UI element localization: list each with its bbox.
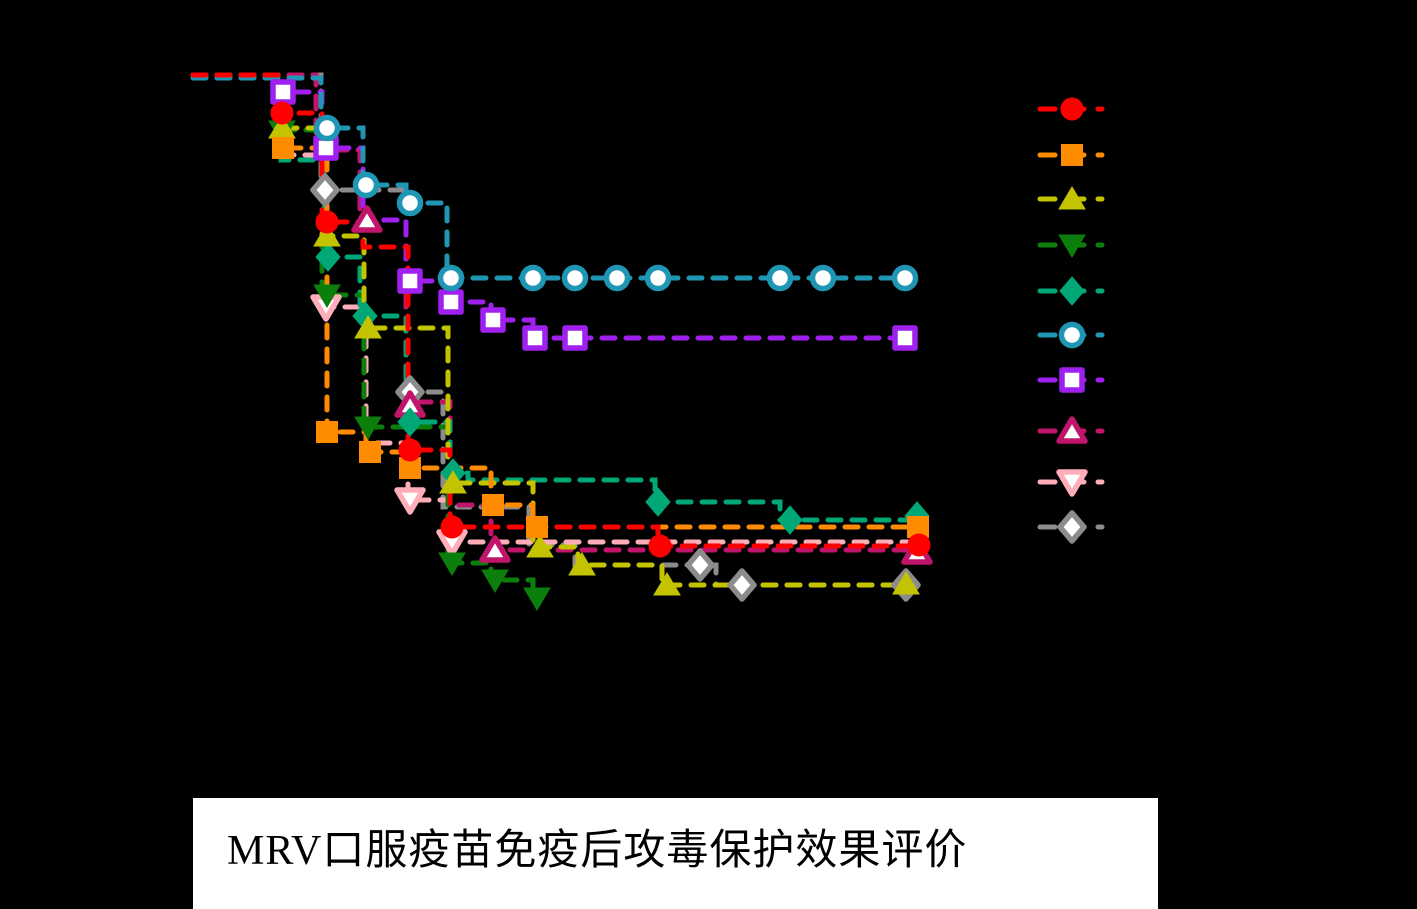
series-marker-red-circle <box>440 515 464 539</box>
series-line-gray-open-diamond <box>190 72 908 588</box>
series-line-pink-open-triangle-down <box>190 72 911 545</box>
legend-item-darkgreen-triangle-down <box>1037 234 1105 258</box>
series-marker-cyan-open-circle <box>519 264 547 292</box>
series-marker-darkyellow-triangle-up <box>653 572 681 596</box>
series-marker-cyan-open-circle <box>561 264 589 292</box>
legend-item-cyan-open-circle <box>1037 321 1105 349</box>
series-marker-purple-open-square <box>270 79 296 105</box>
legend-item-gray-open-diamond <box>1037 510 1105 544</box>
series-marker-orange-square <box>482 494 504 516</box>
series-marker-darkyellow-triangle-up <box>568 552 596 576</box>
series-markers-layer <box>268 79 933 611</box>
series-marker-cyan-open-circle <box>891 264 919 292</box>
series-marker-darkyellow-triangle-up <box>439 470 467 494</box>
series-marker-teal-diamond <box>777 505 803 535</box>
legend-marker-darkyellow-triangle-up <box>1058 186 1086 210</box>
legend-item-teal-diamond <box>1037 276 1105 306</box>
series-marker-cyan-open-circle <box>644 264 672 292</box>
series-marker-red-circle <box>907 533 931 557</box>
series-marker-red-circle <box>315 210 339 234</box>
series-marker-darkgreen-triangle-down <box>523 587 551 611</box>
series-marker-cyan-open-circle <box>437 264 465 292</box>
series-marker-darkyellow-triangle-up <box>892 571 920 595</box>
series-marker-orange-square <box>526 516 548 538</box>
legend-marker-darkgreen-triangle-down <box>1058 234 1086 258</box>
chart-title-box: MRV口服疫苗免疫后攻毒保护效果评价 <box>193 798 1158 909</box>
series-lines-layer <box>190 72 924 601</box>
series-marker-cyan-open-circle <box>809 264 837 292</box>
series-marker-pink-open-triangle-down <box>394 487 426 515</box>
series-marker-darkyellow-triangle-up <box>354 315 382 339</box>
series-marker-purple-open-square <box>562 325 588 351</box>
legend-marker-magenta-open-triangle-up <box>1056 416 1088 444</box>
series-marker-gray-open-diamond <box>727 568 757 602</box>
series-marker-purple-open-square <box>892 325 918 351</box>
series-marker-magenta-open-triangle-up <box>479 535 511 563</box>
series-marker-cyan-open-circle <box>603 264 631 292</box>
series-marker-cyan-open-circle <box>396 189 424 217</box>
series-marker-gray-open-diamond <box>310 173 340 207</box>
series-line-red-circle <box>190 72 924 549</box>
legend-item-pink-open-triangle-down <box>1037 469 1105 497</box>
series-marker-darkgreen-triangle-down <box>354 416 382 440</box>
legend-item-purple-open-square <box>1037 367 1105 393</box>
series-marker-magenta-open-triangle-up <box>351 205 383 233</box>
series-marker-orange-square <box>316 421 338 443</box>
legend-marker-gray-open-diamond <box>1057 510 1087 544</box>
series-line-cyan-open-circle <box>190 75 908 281</box>
series-marker-purple-open-square <box>522 325 548 351</box>
chart-title: MRV口服疫苗免疫后攻毒保护效果评价 <box>227 828 968 874</box>
chart-legend <box>1037 97 1105 544</box>
series-marker-cyan-open-circle <box>352 171 380 199</box>
legend-marker-cyan-open-circle <box>1058 321 1086 349</box>
series-marker-teal-diamond <box>645 487 671 517</box>
series-marker-darkgreen-triangle-down <box>438 552 466 576</box>
series-marker-red-circle <box>648 534 672 558</box>
series-marker-purple-open-square <box>438 289 464 315</box>
legend-item-darkyellow-triangle-up <box>1037 186 1105 210</box>
legend-marker-orange-square <box>1061 144 1083 166</box>
series-marker-cyan-open-circle <box>313 114 341 142</box>
legend-marker-purple-open-square <box>1059 367 1085 393</box>
series-marker-purple-open-square <box>480 307 506 333</box>
series-marker-darkgreen-triangle-down <box>481 569 509 593</box>
series-marker-purple-open-square <box>397 268 423 294</box>
series-marker-red-circle <box>270 101 294 125</box>
series-marker-darkyellow-triangle-up <box>526 534 554 558</box>
series-marker-darkgreen-triangle-down <box>313 284 341 308</box>
legend-item-magenta-open-triangle-up <box>1037 416 1105 444</box>
legend-marker-pink-open-triangle-down <box>1056 469 1088 497</box>
legend-item-orange-square <box>1037 144 1105 166</box>
series-marker-darkyellow-triangle-up <box>313 223 341 247</box>
series-marker-orange-square <box>272 137 294 159</box>
series-line-darkyellow-triangle-up <box>190 72 911 588</box>
series-marker-teal-diamond <box>397 407 423 437</box>
legend-marker-teal-diamond <box>1059 276 1085 306</box>
series-line-orange-square <box>190 72 923 530</box>
series-marker-gray-open-diamond <box>685 548 715 582</box>
series-line-teal-diamond <box>190 72 922 523</box>
legend-item-red-circle <box>1037 97 1105 121</box>
legend-marker-red-circle <box>1060 97 1084 121</box>
series-marker-cyan-open-circle <box>766 264 794 292</box>
series-marker-teal-diamond <box>315 242 341 272</box>
series-marker-red-circle <box>398 438 422 462</box>
series-marker-orange-square <box>359 441 381 463</box>
